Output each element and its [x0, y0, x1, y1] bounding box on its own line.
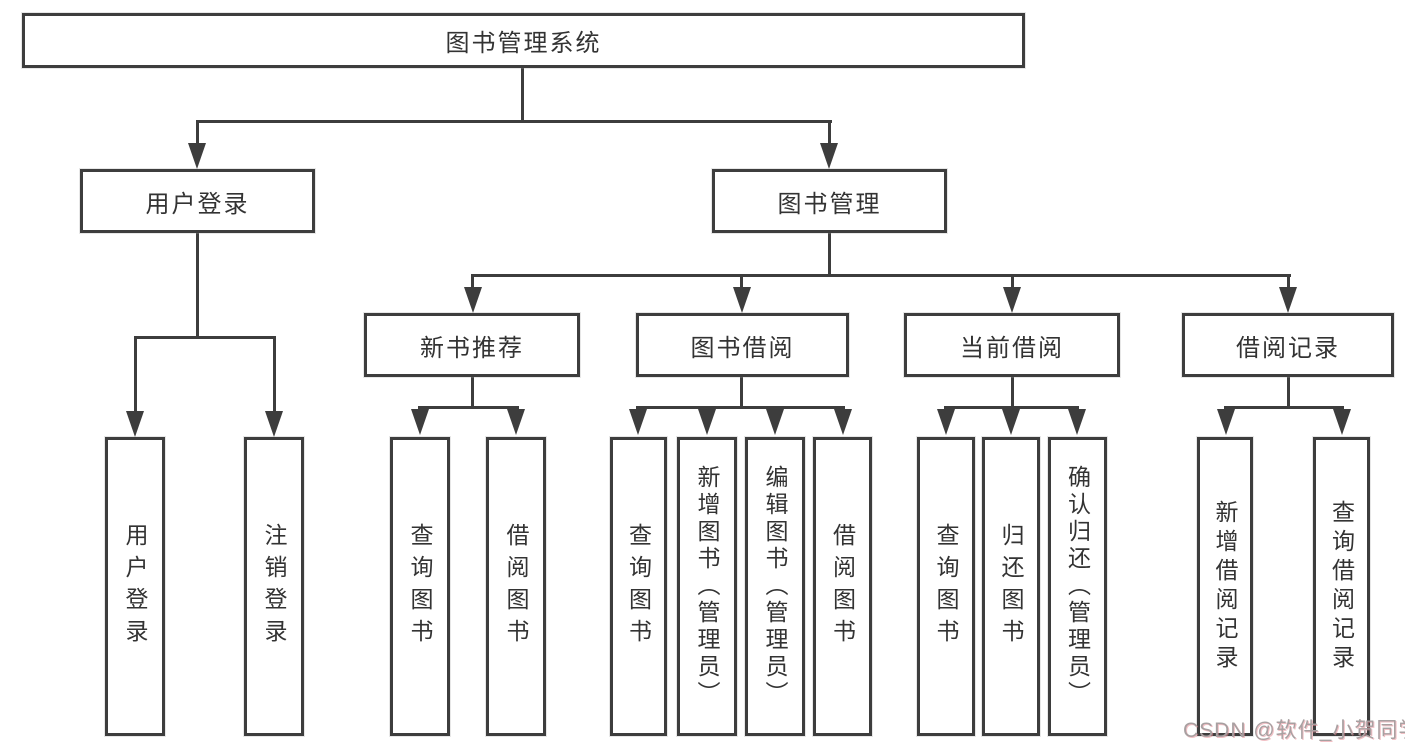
node-label: 新增借阅记录: [1212, 499, 1238, 674]
connector-stem: [134, 336, 137, 416]
arrowhead-down: [820, 143, 838, 169]
node-label: 查询图书: [933, 522, 959, 651]
leaf-query-books-current: 查询图书: [917, 437, 975, 736]
connector-branch: [636, 406, 845, 409]
node-label: 图书借阅: [690, 334, 795, 362]
arrowhead-down: [1003, 287, 1021, 313]
connector-root-stem: [521, 68, 524, 122]
arrowhead-down: [188, 143, 206, 169]
connector-branch: [471, 274, 1291, 277]
connector-stem: [471, 274, 474, 290]
arrowhead-down: [1068, 409, 1086, 435]
arrowhead-down: [507, 409, 525, 435]
arrowhead-down: [766, 409, 784, 435]
node-label: 确认归还（管理员）: [1064, 465, 1091, 708]
node-label: 图书管理: [777, 190, 882, 218]
arrowhead-down: [629, 409, 647, 435]
node-label: 借阅记录: [1236, 334, 1340, 362]
connector-stem: [1287, 377, 1290, 408]
connector-stem: [740, 274, 743, 290]
arrowhead-down: [834, 409, 852, 435]
node-label: 当前借阅: [960, 334, 1064, 362]
connector-stem: [1287, 274, 1290, 290]
connector-stem: [740, 377, 743, 408]
node-book-borrowing: 图书借阅: [636, 313, 849, 377]
leaf-query-books-recommend: 查询图书: [390, 437, 450, 736]
node-current-borrowing: 当前借阅: [904, 313, 1120, 377]
leaf-query-books-borrowing: 查询图书: [610, 437, 667, 736]
leaf-borrow-books-borrowing: 借阅图书: [813, 437, 872, 736]
arrowhead-down: [265, 411, 283, 437]
connector-branch: [944, 406, 1079, 409]
node-label: 借阅图书: [503, 522, 529, 651]
arrowhead-down: [1279, 287, 1297, 313]
connector-branch: [418, 406, 519, 409]
node-book-management: 图书管理: [712, 169, 947, 233]
arrowhead-down: [126, 411, 144, 437]
arrowhead-down: [698, 409, 716, 435]
connector-root-branch: [196, 120, 832, 123]
leaf-add-books-admin: 新增图书（管理员）: [677, 437, 737, 736]
arrowhead-down: [1217, 409, 1235, 435]
node-new-book-recommend: 新书推荐: [364, 313, 580, 377]
leaf-user-login: 用户登录: [105, 437, 165, 736]
connector-stem: [828, 120, 831, 148]
leaf-add-borrow-record: 新增借阅记录: [1197, 437, 1253, 736]
node-label: 查询借阅记录: [1328, 499, 1355, 674]
node-label: 新书推荐: [420, 334, 524, 362]
node-label: 查询图书: [407, 522, 433, 651]
connector-stem: [471, 377, 474, 408]
arrowhead-down: [1002, 409, 1020, 435]
leaf-borrow-books-recommend: 借阅图书: [486, 437, 546, 736]
watermark-csdn: CSDN @软件_小贺同学: [1183, 719, 1405, 742]
arrowhead-down: [733, 287, 751, 313]
leaf-edit-books-admin: 编辑图书（管理员）: [745, 437, 805, 736]
leaf-logout: 注销登录: [244, 437, 304, 736]
arrowhead-down: [1333, 409, 1351, 435]
node-label: 编辑图书（管理员）: [762, 465, 788, 708]
arrowhead-down: [411, 409, 429, 435]
node-label: 借阅图书: [829, 522, 856, 651]
arrowhead-down: [937, 409, 955, 435]
connector-stem: [1011, 274, 1014, 290]
node-user-login: 用户登录: [80, 169, 315, 233]
leaf-confirm-return-admin: 确认归还（管理员）: [1048, 437, 1107, 736]
leaf-query-borrow-record: 查询借阅记录: [1313, 437, 1370, 736]
arrowhead-down: [464, 287, 482, 313]
node-label: 图书管理系统: [445, 30, 602, 57]
connector-stem: [196, 233, 199, 338]
node-library-management-system: 图书管理系统: [22, 13, 1025, 68]
node-label: 查询图书: [625, 522, 652, 651]
node-label: 归还图书: [998, 522, 1024, 651]
node-label: 注销登录: [261, 522, 287, 651]
connector-stem: [196, 120, 199, 148]
connector-branch: [1224, 406, 1344, 409]
node-borrowing-records: 借阅记录: [1182, 313, 1394, 377]
connector-stem: [273, 336, 276, 416]
node-label: 用户登录: [122, 522, 148, 651]
leaf-return-books: 归还图书: [982, 437, 1040, 736]
node-label: 用户登录: [145, 190, 250, 218]
connector-stem: [828, 233, 831, 277]
node-label: 新增图书（管理员）: [694, 465, 720, 708]
connector-branch: [134, 336, 276, 339]
connector-stem: [1011, 377, 1014, 408]
